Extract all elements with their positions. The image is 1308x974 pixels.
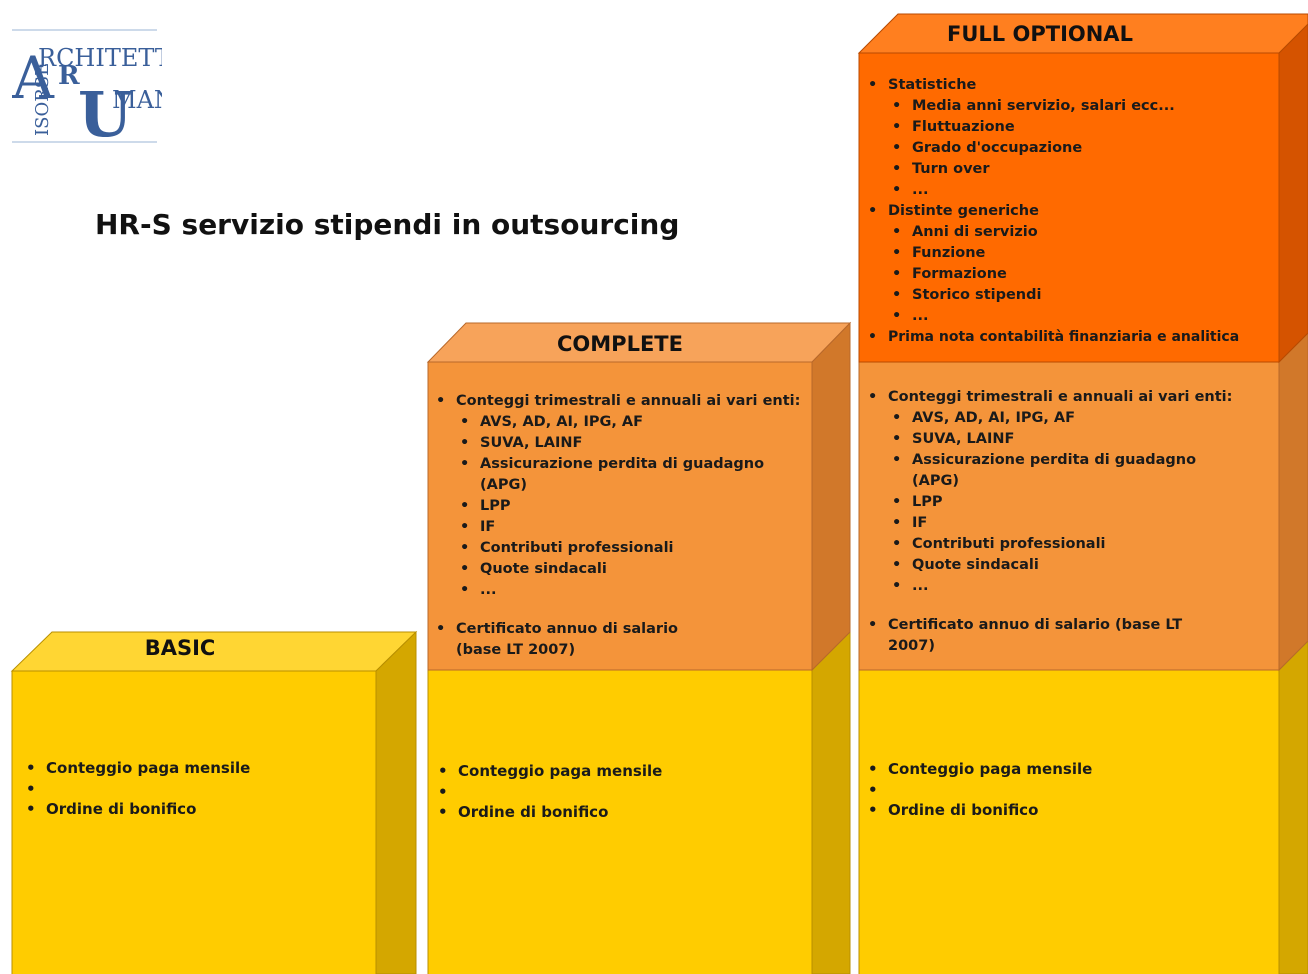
complete-middle-items: Conteggi trimestrali e annuali ai vari e… — [432, 391, 810, 661]
list-item: Contributi professionali — [888, 534, 1274, 555]
list-item: SUVA, LAINF — [456, 433, 810, 454]
list-item: ... — [888, 180, 1276, 201]
list-item: Anni di servizio — [888, 222, 1276, 243]
list-item: Conteggio paga mensile — [864, 759, 1244, 780]
list-item: Assicurazione perdita di guadagno (APG) — [888, 450, 1202, 492]
list-item: Distinte generiche — [864, 201, 1276, 222]
list-item: Quote sindacali — [888, 555, 1274, 576]
list-item: Fluttuazione — [888, 117, 1276, 138]
list-item: IF — [456, 517, 810, 538]
list-item: Funzione — [888, 243, 1276, 264]
list-item: Conteggio paga mensile — [434, 761, 794, 782]
full-box-top-side — [1278, 23, 1308, 364]
svg-text:U: U — [78, 78, 132, 151]
page-title: HR-S servizio stipendi in outsourcing — [95, 208, 680, 241]
list-item: Certificato annuo di salario (base LT 20… — [864, 615, 1198, 657]
list-item: ... — [888, 306, 1276, 327]
list-item: Turn over — [888, 159, 1276, 180]
full-box-title: FULL OPTIONAL — [947, 22, 1133, 46]
svg-text:RCHITETTURA: RCHITETTURA — [38, 44, 162, 72]
list-item: ... — [888, 576, 1274, 597]
spacer — [434, 782, 794, 803]
basic-items: Conteggio paga mensile Ordine di bonific… — [22, 758, 362, 820]
spacer — [22, 779, 362, 800]
full-box-base-front — [858, 669, 1280, 974]
full-top-items: Statistiche Media anni servizio, salari … — [864, 75, 1276, 348]
list-item: ... — [456, 580, 810, 601]
list-item: Ordine di bonifico — [864, 800, 1244, 821]
complete-base-items: Conteggio paga mensile Ordine di bonific… — [434, 761, 794, 823]
complete-box-middle-side — [811, 321, 851, 672]
list-item: IF — [888, 513, 1274, 534]
svg-text:ISORSE: ISORSE — [32, 63, 53, 136]
list-item: Assicurazione perdita di guadagno (APG) — [456, 454, 810, 496]
full-box-base-side — [1278, 640, 1308, 974]
list-item: Media anni servizio, salari ecc... — [888, 96, 1276, 117]
complete-box-top — [426, 322, 852, 363]
list-item: AVS, AD, AI, IPG, AF — [888, 408, 1274, 429]
spacer — [864, 780, 1244, 801]
basic-box-side — [375, 630, 417, 974]
full-base-items: Conteggio paga mensile Ordine di bonific… — [864, 759, 1244, 821]
company-logo: A RCHITETTURA R ISORSE U MANE — [12, 29, 162, 151]
list-item: SUVA, LAINF — [888, 429, 1274, 450]
list-item: Quote sindacali — [456, 559, 810, 580]
basic-box-title: BASIC — [144, 636, 216, 660]
list-item: Conteggi trimestrali e annuali ai vari e… — [432, 391, 810, 412]
svg-text:A: A — [12, 44, 55, 112]
list-item: Grado d'occupazione — [888, 138, 1276, 159]
list-item: Storico stipendi — [888, 285, 1276, 306]
list-item: Statistiche — [864, 75, 1276, 96]
list-item: Conteggio paga mensile — [22, 758, 362, 779]
list-item: Certificato annuo di salario (base LT 20… — [432, 619, 696, 661]
list-item: Prima nota contabilità finanziaria e ana… — [864, 327, 1276, 348]
full-box-top — [857, 13, 1308, 54]
complete-box-base-side — [811, 630, 851, 974]
svg-text:R: R — [58, 61, 80, 91]
list-item: Conteggi trimestrali e annuali ai vari e… — [864, 387, 1274, 408]
list-item: LPP — [456, 496, 810, 517]
list-item: Formazione — [888, 264, 1276, 285]
list-item: Contributi professionali — [456, 538, 810, 559]
basic-box-front — [11, 670, 377, 974]
svg-text:MANE: MANE — [112, 86, 162, 114]
full-box-middle-side — [1278, 332, 1308, 672]
complete-box-title: COMPLETE — [557, 332, 683, 356]
list-item: Ordine di bonifico — [434, 802, 794, 823]
list-item: LPP — [888, 492, 1274, 513]
list-item: Ordine di bonifico — [22, 799, 362, 820]
list-item: AVS, AD, AI, IPG, AF — [456, 412, 810, 433]
full-middle-items: Conteggi trimestrali e annuali ai vari e… — [864, 387, 1274, 657]
